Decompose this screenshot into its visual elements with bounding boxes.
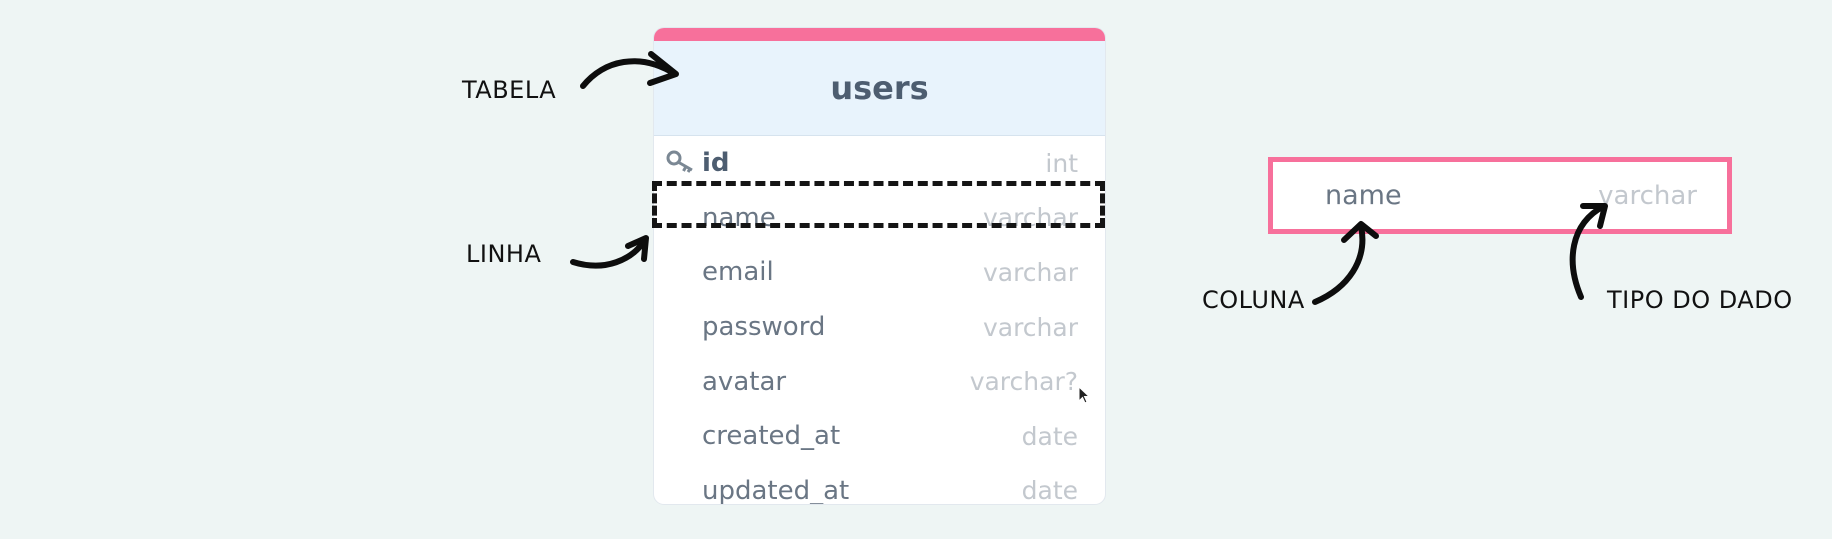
table-row-updated-at[interactable]: updated_at date (654, 464, 1105, 504)
table-row-password[interactable]: password varchar (654, 300, 1105, 355)
arrow-tipo-do-dado (1569, 203, 1607, 300)
column-example-type: varchar (1598, 180, 1697, 211)
column-name: id (702, 148, 730, 179)
table-accent-bar (654, 28, 1105, 41)
label-tipo-do-dado: TIPO DO DADO (1607, 286, 1793, 314)
arrow-linha (570, 237, 648, 269)
column-name: email (702, 257, 774, 288)
column-type: date (1021, 476, 1078, 504)
column-type: varchar? (969, 367, 1078, 397)
label-linha: LINHA (466, 240, 542, 268)
column-type: int (1045, 148, 1078, 178)
label-tabela: TABELA (462, 76, 557, 104)
mouse-cursor-icon (1078, 385, 1092, 411)
column-name: password (702, 312, 826, 343)
table-row-created-at[interactable]: created_at date (654, 409, 1105, 464)
arrow-coluna (1312, 223, 1366, 305)
table-row-email[interactable]: email varchar (654, 245, 1105, 300)
table-row-avatar[interactable]: avatar varchar? (654, 354, 1105, 409)
column-type: date (1021, 421, 1078, 451)
column-name: updated_at (702, 475, 850, 504)
column-type: varchar (982, 257, 1078, 287)
column-example-name: name (1325, 180, 1402, 211)
table-row-id[interactable]: id int (654, 136, 1105, 191)
table-title: users (654, 41, 1105, 136)
label-coluna: COLUNA (1202, 286, 1305, 314)
column-name: avatar (702, 366, 787, 397)
column-type: varchar (982, 312, 1078, 342)
row-highlight-dashed (652, 181, 1105, 228)
users-table-card[interactable]: users id int name varchar email varchar … (654, 28, 1105, 504)
column-example-box: name varchar (1268, 157, 1732, 234)
key-icon (666, 149, 696, 177)
column-name: created_at (702, 421, 841, 452)
